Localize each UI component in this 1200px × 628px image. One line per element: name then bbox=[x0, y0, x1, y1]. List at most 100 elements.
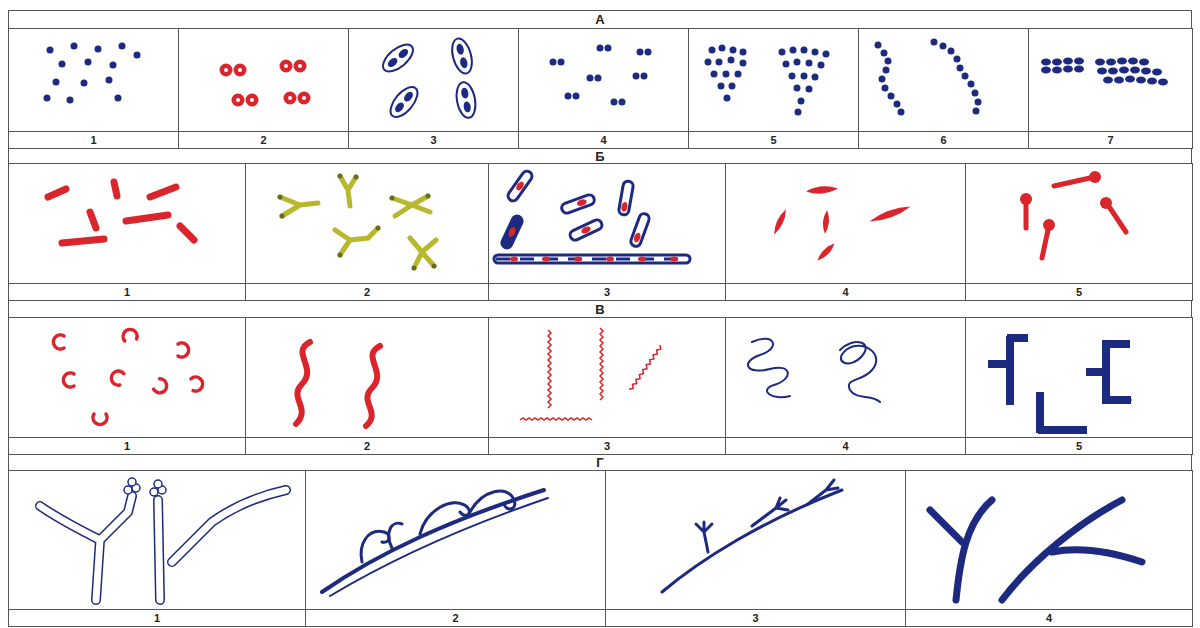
streptococci bbox=[875, 42, 882, 49]
sarcina bbox=[1125, 76, 1135, 83]
diplococci bbox=[587, 75, 594, 82]
staphylococci bbox=[801, 73, 808, 80]
figure-cell: 3 bbox=[605, 470, 906, 627]
sarcina bbox=[1128, 58, 1138, 65]
diplococci bbox=[550, 45, 652, 106]
diplococci-hollow bbox=[224, 64, 306, 102]
staphylococci bbox=[806, 86, 813, 93]
sarcina bbox=[1095, 59, 1105, 66]
callout-number: 4 bbox=[726, 283, 965, 300]
vibrios bbox=[153, 378, 169, 395]
staphylococci bbox=[790, 47, 797, 54]
figure-cell: 2 bbox=[305, 470, 606, 627]
section-header: А bbox=[8, 10, 1192, 29]
sarcina bbox=[1117, 58, 1127, 65]
cocci bbox=[44, 95, 51, 102]
staphylococci bbox=[801, 47, 808, 54]
hyphae-outlined bbox=[40, 490, 286, 600]
cocci bbox=[81, 80, 88, 87]
fusiform-rods bbox=[806, 185, 838, 195]
sarcina bbox=[1139, 59, 1149, 66]
callout-number: 7 bbox=[1029, 131, 1192, 148]
branching-rods bbox=[340, 176, 356, 206]
staphylococci bbox=[740, 49, 747, 56]
figure-cell: 3 bbox=[348, 28, 519, 149]
section-header: Г bbox=[8, 454, 1192, 471]
diplococci bbox=[573, 93, 580, 100]
streptococci bbox=[879, 76, 886, 83]
figure-cell: 6 bbox=[858, 28, 1029, 149]
callout-number: 3 bbox=[349, 131, 518, 148]
spore-rod bbox=[576, 198, 587, 207]
hyphae-tufted bbox=[752, 498, 788, 526]
diplococci-hollow bbox=[238, 68, 242, 72]
drumstick-rods bbox=[1024, 204, 1029, 228]
hyphae-curled bbox=[420, 503, 469, 534]
cocci bbox=[115, 95, 122, 102]
branching-rods bbox=[410, 238, 436, 268]
spirochetes bbox=[600, 328, 603, 400]
cocci bbox=[59, 61, 66, 68]
spore-rod-chain bbox=[496, 258, 688, 261]
streptococci bbox=[957, 65, 964, 72]
capsule-diplococcus bbox=[397, 47, 410, 59]
spore-rod bbox=[506, 169, 534, 203]
spore-rod bbox=[560, 193, 595, 214]
sarcina bbox=[1041, 67, 1051, 74]
capsule-diplococcus bbox=[459, 57, 469, 69]
streptococci bbox=[888, 93, 895, 100]
hyphae-outlined bbox=[40, 490, 286, 600]
sarcina bbox=[1136, 77, 1146, 84]
drumstick-rods bbox=[1089, 171, 1101, 183]
callout-number: 3 bbox=[489, 437, 725, 454]
staphylococci bbox=[794, 59, 801, 66]
diplococci bbox=[611, 99, 618, 106]
spore-rod bbox=[618, 180, 634, 215]
spirilla bbox=[296, 342, 310, 424]
rod-tips bbox=[432, 264, 437, 269]
branching-rods bbox=[392, 196, 430, 216]
streptococci bbox=[973, 108, 980, 115]
callout-number: 2 bbox=[306, 609, 605, 626]
diplococci-hollow bbox=[224, 68, 228, 72]
filaments bbox=[1040, 396, 1084, 430]
callout-number: 1 bbox=[9, 283, 245, 300]
rod-tips bbox=[412, 266, 417, 271]
spore-rod-chain bbox=[510, 257, 518, 262]
capsule-diplococcus bbox=[455, 43, 465, 55]
figure-cell: 4 bbox=[725, 317, 966, 455]
spore-rod bbox=[618, 180, 634, 215]
staphylococci bbox=[794, 85, 801, 92]
vibrios bbox=[109, 369, 124, 386]
sarcina bbox=[1074, 58, 1084, 65]
diplococci-red bbox=[220, 64, 233, 77]
spore-rod-chain bbox=[574, 257, 582, 262]
fusiform-rods bbox=[771, 185, 912, 262]
streptococci bbox=[883, 67, 890, 74]
spore-rod-chain bbox=[638, 257, 646, 262]
sarcina bbox=[1041, 58, 1168, 86]
conidia bbox=[128, 478, 136, 486]
cocci bbox=[119, 43, 126, 50]
capsule-diplococcus bbox=[386, 56, 399, 68]
callout-number: 1 bbox=[9, 609, 305, 626]
rods-red bbox=[114, 182, 117, 196]
staphylococci bbox=[740, 60, 747, 67]
figure-cell: 5 bbox=[965, 163, 1193, 301]
conidia bbox=[124, 486, 132, 494]
cocci bbox=[71, 43, 78, 50]
spore-rod bbox=[507, 226, 517, 238]
diplococci-red bbox=[298, 92, 311, 105]
diplococci-hollow bbox=[236, 98, 240, 102]
rods-red bbox=[90, 212, 96, 228]
cocci bbox=[134, 52, 141, 59]
staphylococci bbox=[723, 71, 730, 78]
conidia bbox=[124, 478, 166, 496]
spirochetes bbox=[520, 328, 662, 420]
sarcina bbox=[1041, 59, 1051, 66]
capsule-diplococcus bbox=[378, 40, 417, 77]
streptococci bbox=[962, 73, 969, 80]
borrelia bbox=[840, 342, 880, 402]
sarcina bbox=[1097, 68, 1107, 75]
rod-tips bbox=[278, 195, 283, 200]
